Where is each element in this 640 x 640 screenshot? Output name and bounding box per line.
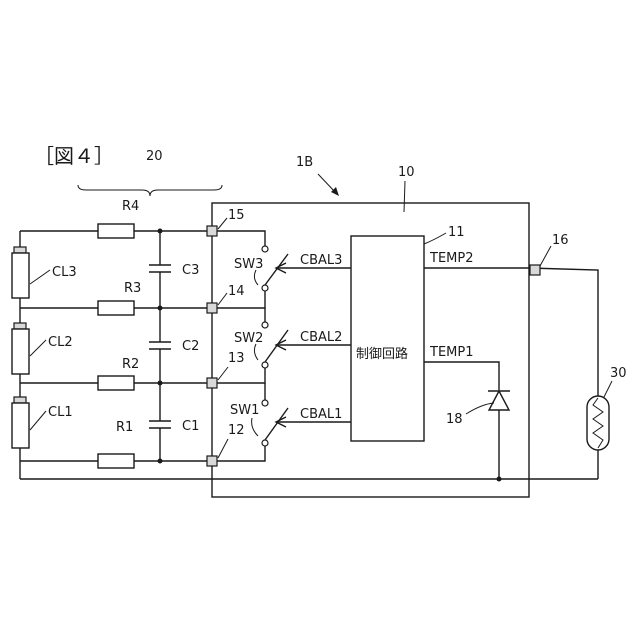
sw3-top-lead — [217, 231, 265, 246]
resistor-r4-label: R4 — [122, 199, 139, 214]
switch-sw1-label: SW1 — [230, 403, 259, 418]
device-label: 1B — [296, 155, 313, 170]
cell-cl3-label: CL3 — [52, 265, 77, 280]
temp2-line — [424, 268, 598, 396]
cl2-leader — [30, 340, 46, 356]
capacitor-c1-label: C1 — [182, 419, 199, 434]
temp1-label: TEMP1 — [429, 345, 473, 360]
control-circuit-leader — [424, 233, 446, 244]
cell-cl1-label: CL1 — [48, 405, 73, 420]
switch-sw2-label: SW2 — [234, 331, 263, 346]
diode-18 — [489, 391, 509, 410]
sw3-top-contact — [262, 246, 268, 252]
resistor-r2-label: R2 — [122, 357, 139, 372]
cbal2-label: CBAL2 — [300, 330, 342, 345]
terminal-13-leader — [218, 367, 228, 380]
terminal-13 — [207, 378, 217, 388]
terminal-13-label: 13 — [228, 351, 245, 366]
block-20-label: 20 — [146, 149, 163, 164]
temp2-label: TEMP2 — [429, 251, 473, 266]
control-block-leader — [404, 181, 405, 212]
control-circuit-11 — [351, 236, 424, 441]
terminal-16-leader — [540, 246, 551, 266]
capacitor-c1 — [149, 421, 171, 428]
resistor-r1 — [98, 454, 134, 468]
terminal-16 — [530, 265, 540, 275]
node-c3-top — [158, 229, 163, 234]
switch-sw1-blade — [265, 408, 288, 440]
cell-cl2 — [12, 329, 29, 374]
resistor-r4 — [98, 224, 134, 238]
terminal-16-label: 16 — [552, 233, 569, 248]
terminal-15-leader — [218, 218, 227, 229]
terminal-14 — [207, 303, 217, 313]
terminal-12-leader — [218, 439, 228, 458]
terminal-14-leader — [218, 293, 227, 305]
control-circuit-text: 制御回路 — [356, 346, 408, 362]
resistor-r1-label: R1 — [116, 420, 133, 435]
cell-cl1 — [12, 403, 29, 448]
temp1-line — [424, 362, 499, 390]
sw2-leader — [254, 344, 258, 360]
terminal-14-label: 14 — [228, 284, 245, 299]
switch-sw3-blade — [265, 254, 288, 285]
terminal-15 — [207, 226, 217, 236]
sw2-top-contact — [262, 322, 268, 328]
cl2-terminal — [14, 323, 26, 329]
sw1-top-contact — [262, 400, 268, 406]
cbal1-label: CBAL1 — [300, 407, 342, 422]
capacitor-c3-label: C3 — [182, 263, 199, 278]
thermistor-leader — [604, 381, 612, 397]
cbal3-label: CBAL3 — [300, 253, 342, 268]
resistor-r3-label: R3 — [124, 281, 141, 296]
sw1-bottom-lead — [217, 446, 265, 461]
terminal-12 — [207, 456, 217, 466]
node-c3-c2 — [158, 306, 163, 311]
control-circuit-ref: 11 — [448, 225, 465, 240]
capacitor-c2 — [149, 342, 171, 349]
sw3-leader — [254, 270, 258, 285]
resistor-r2 — [98, 376, 134, 390]
capacitor-c3 — [149, 265, 171, 272]
resistor-r3 — [98, 301, 134, 315]
switch-sw3-label: SW3 — [234, 257, 263, 272]
capacitor-c2-label: C2 — [182, 339, 199, 354]
node-c2-c1 — [158, 381, 163, 386]
cell-cl2-label: CL2 — [48, 335, 73, 350]
diode-label: 18 — [446, 412, 463, 427]
terminal-15-label: 15 — [228, 208, 245, 223]
sw1-leader — [252, 418, 258, 436]
cell-cl3 — [12, 253, 29, 298]
sw2-bottom-contact — [262, 362, 268, 368]
block-20-brace — [78, 185, 222, 196]
sw1-bottom-contact — [262, 440, 268, 446]
cl3-leader — [30, 270, 50, 284]
control-block-label: 10 — [398, 165, 415, 180]
terminal-12-label: 12 — [228, 423, 245, 438]
figure-title: ［図４］ — [34, 144, 114, 168]
cl1-leader — [30, 411, 46, 430]
cl1-terminal — [14, 397, 26, 403]
node-c1-bottom — [158, 459, 163, 464]
sw2-bottom-lead — [217, 368, 265, 383]
sw3-bottom-contact — [262, 285, 268, 291]
thermistor-label: 30 — [610, 366, 627, 381]
cl3-terminal — [14, 247, 26, 253]
